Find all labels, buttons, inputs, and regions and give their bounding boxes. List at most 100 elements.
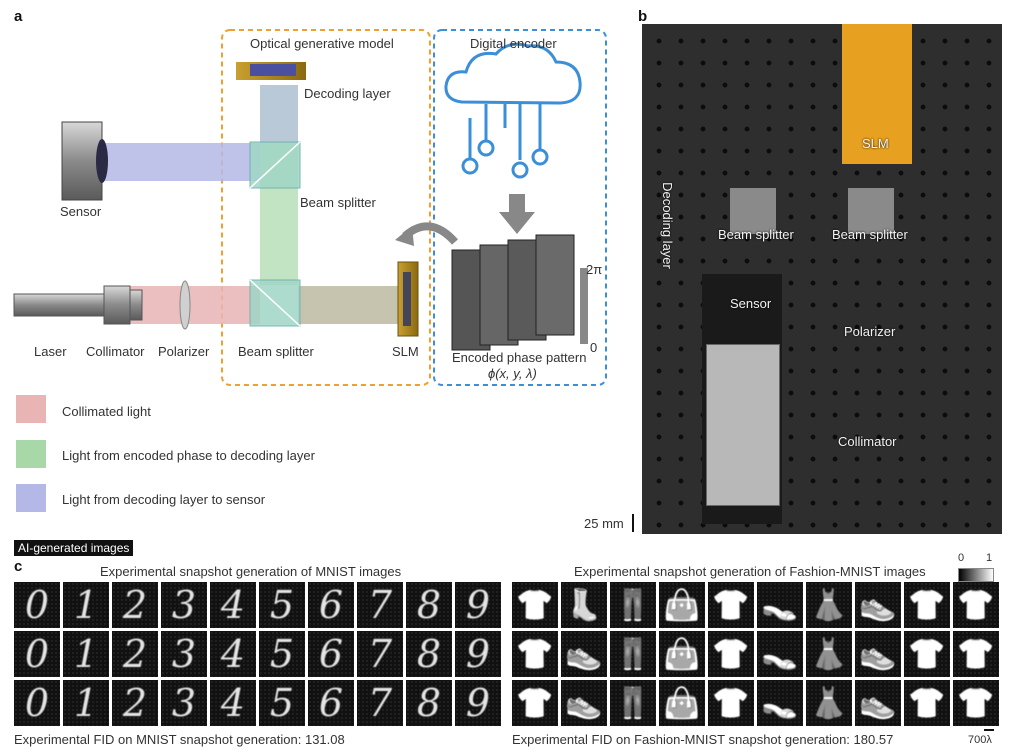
legend-swatch-green: [16, 440, 46, 468]
optical-setup-diagram: [13, 29, 607, 512]
photo-sensor-label: Sensor: [730, 296, 772, 311]
fashion-image: 👕: [904, 582, 950, 628]
mnist-glyph: 9: [465, 583, 491, 627]
mnist-image: 6: [308, 631, 354, 677]
photo-slm-label: SLM: [862, 136, 889, 151]
fashion-glyph: 👕: [516, 685, 554, 721]
beam-splitter-bottom-cube: [249, 279, 301, 327]
fashion-image: 👖: [610, 582, 656, 628]
fashion-image: 👗: [806, 582, 852, 628]
mnist-image: 1: [63, 631, 109, 677]
mnist-image: 9: [455, 680, 501, 726]
sensor-device: [61, 121, 108, 201]
fashion-image: 👡: [757, 631, 803, 677]
fashion-glyph: 👕: [712, 587, 750, 623]
mnist-image: 0: [14, 631, 60, 677]
mnist-glyph: 5: [269, 681, 295, 725]
mnist-image: 8: [406, 680, 452, 726]
mnist-image: 8: [406, 582, 452, 628]
fashion-image: 👟: [855, 582, 901, 628]
fashion-glyph: 👕: [957, 685, 995, 721]
panel-c-letter: c: [14, 558, 23, 575]
fashion-image: 👕: [708, 582, 754, 628]
down-arrow: [499, 194, 535, 234]
mnist-glyph: 6: [318, 632, 344, 676]
mnist-image: 5: [259, 582, 305, 628]
fashion-glyph: 👟: [859, 685, 897, 721]
fashion-glyph: 👕: [957, 636, 995, 672]
fashion-glyph: 👕: [516, 636, 554, 672]
mnist-image: 2: [112, 680, 158, 726]
sensor-label: Sensor: [60, 204, 102, 219]
decoding-layer-label: Decoding layer: [304, 86, 391, 101]
mnist-image: 7: [357, 631, 403, 677]
colorbar-bottom: 0: [590, 340, 598, 355]
mnist-image: 4: [210, 680, 256, 726]
laser-device: [13, 285, 143, 325]
mnist-glyph: 2: [122, 583, 148, 627]
panel-a-letter: a: [14, 8, 23, 25]
laser-label: Laser: [34, 344, 67, 359]
mnist-glyph: 3: [171, 632, 197, 676]
mnist-glyph: 7: [367, 632, 393, 676]
photo-bs-left-label: Beam splitter: [718, 227, 794, 242]
fashion-glyph: 👟: [565, 636, 603, 672]
fashion-image: 👕: [512, 680, 558, 726]
mnist-image: 3: [161, 631, 207, 677]
fashion-glyph: 👕: [908, 587, 946, 623]
fashion-glyph: 👗: [810, 685, 848, 721]
polarizer-disk: [179, 280, 191, 330]
encoder-box-title: Digital encoder: [470, 36, 557, 51]
fashion-image: 👖: [610, 631, 656, 677]
return-beam: [298, 286, 400, 324]
photo-scale-label: 25 mm: [584, 516, 624, 531]
fashion-image: 👟: [855, 680, 901, 726]
mnist-image: 6: [308, 680, 354, 726]
fashion-glyph: 👖: [614, 685, 652, 721]
mnist-glyph: 1: [73, 632, 99, 676]
legend-swatch-blue: [16, 484, 46, 512]
mnist-image: 1: [63, 680, 109, 726]
photo-decoding-layer-label: Decoding layer: [659, 182, 675, 269]
mnist-glyph: 6: [318, 583, 344, 627]
legend-label-1: Light from encoded phase to decoding lay…: [62, 448, 315, 463]
mnist-glyph: 6: [318, 681, 344, 725]
slm-label: SLM: [392, 344, 419, 359]
fashion-image: 👟: [561, 631, 607, 677]
mnist-image: 2: [112, 582, 158, 628]
mnist-glyph: 1: [73, 583, 99, 627]
phase-colorbar: [580, 268, 588, 344]
fashion-image: 👖: [610, 680, 656, 726]
mnist-glyph: 2: [122, 681, 148, 725]
fashion-glyph: 👖: [614, 587, 652, 623]
colorbar-min: 0: [958, 552, 965, 564]
mnist-image: 1: [63, 582, 109, 628]
colorbar-max: 1: [986, 552, 993, 564]
phi-expression: ϕ(x, y, λ): [488, 366, 537, 381]
photo-sensor-panel: [706, 344, 780, 506]
panel-b-letter: b: [638, 8, 648, 25]
fashion-image: 👢: [561, 582, 607, 628]
grid-scale-label: 700λ: [968, 734, 992, 746]
fashion-image: 👜: [659, 631, 705, 677]
beam-splitter-top-cube: [249, 141, 301, 189]
mnist-glyph: 8: [416, 681, 442, 725]
mnist-image: 6: [308, 582, 354, 628]
legend-label-0: Collimated light: [62, 404, 151, 419]
photo-collimator-label: Collimator: [838, 434, 897, 449]
mnist-image: 3: [161, 582, 207, 628]
mnist-image: 9: [455, 582, 501, 628]
optical-box-title: Optical generative model: [250, 36, 394, 51]
mnist-glyph: 9: [465, 681, 491, 725]
fashion-image: 👕: [512, 631, 558, 677]
digital-encoder-box: [433, 29, 607, 386]
legend-swatch-collimated: [16, 395, 46, 423]
fashion-glyph: 👗: [810, 587, 848, 623]
encoded-phase-label: Encoded phase pattern: [452, 350, 587, 365]
collimator-label: Collimator: [86, 344, 145, 359]
fashion-image: 👕: [904, 631, 950, 677]
blue-beam-vertical: [260, 85, 298, 143]
decoding-layer-plate: [236, 62, 306, 80]
fashion-glyph: 👕: [908, 636, 946, 672]
beam-splitter-bottom-label: Beam splitter: [238, 344, 314, 359]
